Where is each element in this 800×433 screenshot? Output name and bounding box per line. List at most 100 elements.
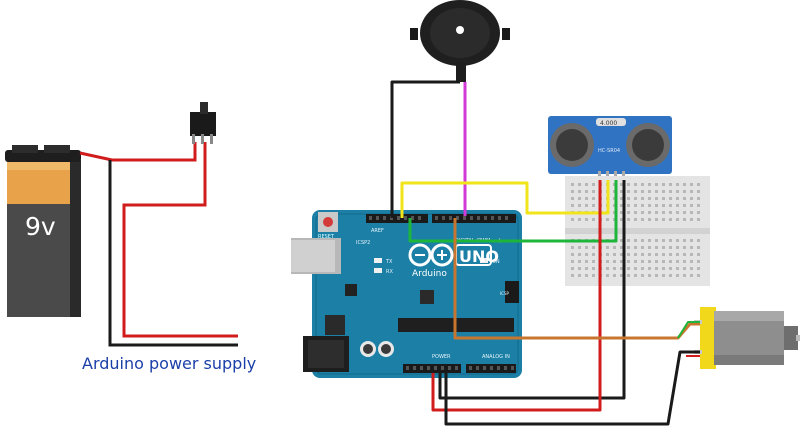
breadboard-hole [648,197,651,200]
breadboard-hole [634,239,637,242]
breadboard-hole [683,183,686,186]
header-pin [413,366,416,370]
breadboard-hole [585,183,588,186]
header-pin [397,216,400,220]
breadboard-hole [627,260,630,263]
breadboard-hole [641,267,644,270]
breadboard-hole [655,267,658,270]
breadboard-hole [697,253,700,256]
breadboard-hole [676,253,679,256]
breadboard-hole [683,274,686,277]
breadboard-hole [606,260,609,263]
uno-logo: UNO [459,247,499,266]
breadboard-hole [634,211,637,214]
breadboard-hole [585,197,588,200]
slide-switch-icon [190,102,216,144]
breadboard-hole [571,253,574,256]
breadboard-hole [648,239,651,242]
breadboard-hole [620,197,623,200]
header-pin [490,366,493,370]
breadboard-hole [697,190,700,193]
breadboard-hole [697,267,700,270]
breadboard-hole [606,218,609,221]
breadboard-hole [578,260,581,263]
breadboard-hole [592,204,595,207]
breadboard-hole [669,267,672,270]
header-pin [498,216,501,220]
breadboard-hole [634,204,637,207]
breadboard-hole [662,246,665,249]
breadboard-hole [655,211,658,214]
rx-label: RX [386,269,393,275]
breadboard-hole [697,211,700,214]
breadboard-hole [683,218,686,221]
breadboard-hole [620,239,623,242]
breadboard-hole [690,267,693,270]
breadboard-hole [585,246,588,249]
breadboard-hole [662,274,665,277]
breadboard-hole [697,246,700,249]
breadboard-hole [662,211,665,214]
breadboard-hole [571,204,574,207]
breadboard-hole [669,274,672,277]
breadboard-hole [648,218,651,221]
breadboard-hole [690,190,693,193]
breadboard-hole [655,274,658,277]
breadboard-hole [669,253,672,256]
breadboard-hole [683,197,686,200]
header-pin [463,216,466,220]
breadboard-hole [683,246,686,249]
breadboard-hole [592,267,595,270]
breadboard-hole [669,204,672,207]
breadboard-hole [655,183,658,186]
power-supply-caption: Arduino power supply [82,354,257,373]
breadboard-hole [627,190,630,193]
aref-label: AREF [371,228,384,234]
header-pin [411,216,414,220]
breadboard-hole [578,218,581,221]
header-pin [484,216,487,220]
breadboard-hole [641,218,644,221]
breadboard-hole [634,197,637,200]
header-pin [383,216,386,220]
header-pin [483,366,486,370]
header-pin [469,366,472,370]
breadboard-hole [669,190,672,193]
breadboard-hole [655,260,658,263]
icsp-label: ICSP [500,291,510,296]
breadboard-hole [655,218,658,221]
breadboard-hole [662,190,665,193]
breadboard-hole [641,183,644,186]
header-pin [435,216,438,220]
header-pin [448,366,451,370]
breadboard-hole [571,246,574,249]
breadboard-hole [676,239,679,242]
breadboard-hole [648,211,651,214]
breadboard-hole [613,260,616,263]
breadboard-hole [592,246,595,249]
breadboard-hole [697,183,700,186]
breadboard-hole [592,260,595,263]
breadboard-hole [606,274,609,277]
breadboard-hole [648,274,651,277]
breadboard-hole [578,183,581,186]
breadboard-hole [613,246,616,249]
header-pin [420,366,423,370]
breadboard-hole [655,239,658,242]
breadboard-hole [669,197,672,200]
breadboard-hole [620,183,623,186]
breadboard-hole [655,190,658,193]
breadboard-hole [676,204,679,207]
breadboard-hole [578,204,581,207]
breadboard-hole [697,204,700,207]
header-pin [491,216,494,220]
breadboard-icon [565,176,710,286]
breadboard-hole [683,190,686,193]
breadboard-hole [620,274,623,277]
breadboard-hole [676,218,679,221]
breadboard-hole [669,211,672,214]
breadboard-hole [620,218,623,221]
breadboard-hole [690,218,693,221]
breadboard-hole [648,267,651,270]
breadboard-hole [578,267,581,270]
